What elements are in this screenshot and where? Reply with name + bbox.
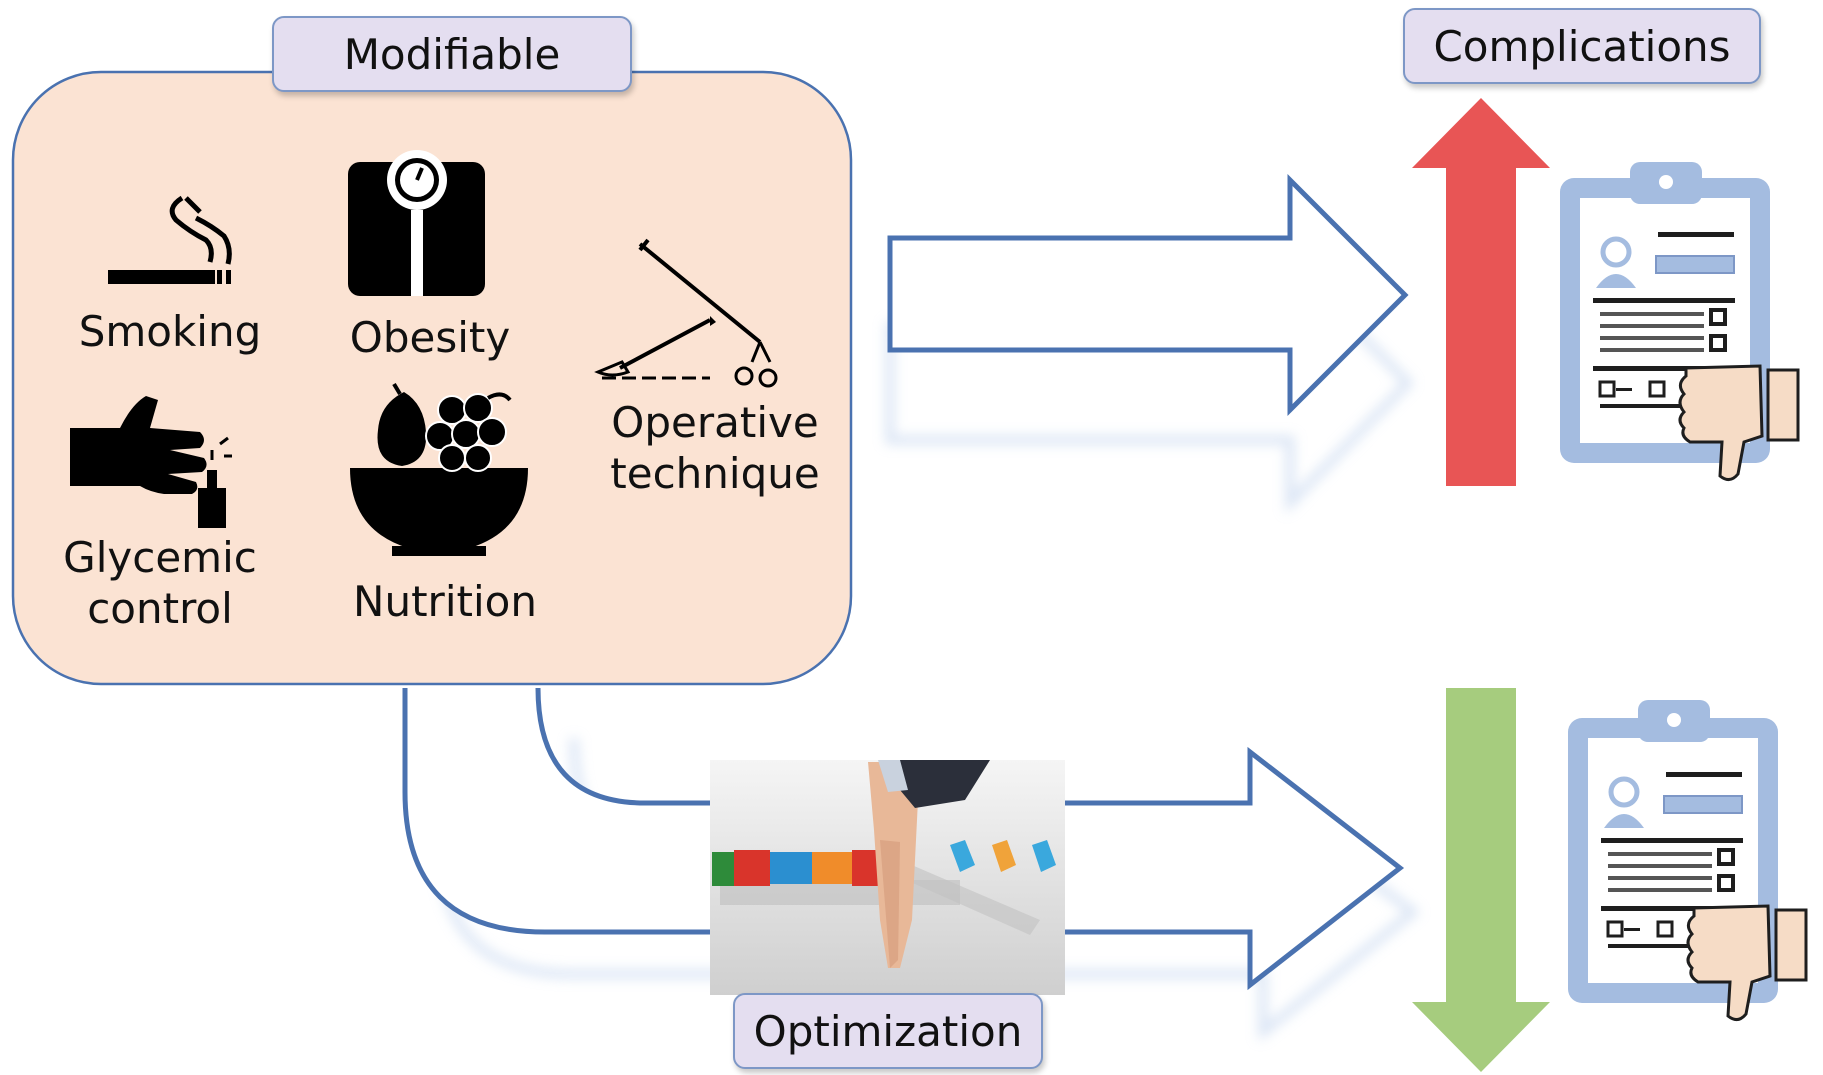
increase-arrow-icon (1412, 98, 1550, 486)
factor-operative-technique: Operative technique (610, 398, 820, 499)
dominoes-photo (710, 760, 1065, 995)
complications-label: Complications (1403, 8, 1761, 84)
thumbs-down-icon (1686, 904, 1808, 1021)
factor-obesity: Obesity (349, 313, 511, 362)
factor-glycemic-control: Glycemic control (63, 533, 257, 634)
scale-icon (348, 150, 485, 296)
arrow-to-complications (885, 173, 1415, 514)
factor-nutrition: Nutrition (353, 577, 537, 626)
factor-smoking: Smoking (78, 307, 262, 356)
decrease-arrow-icon (1412, 688, 1550, 1072)
surgical-tools-icon (594, 238, 778, 388)
thumbs-down-icon (1678, 364, 1800, 481)
optimization-label: Optimization (733, 993, 1043, 1069)
fruit-bowl-icon (350, 382, 528, 556)
cigarette-icon (108, 195, 232, 284)
hand-glucometer-icon (70, 396, 232, 528)
modifiable-label: Modifiable (272, 16, 632, 92)
